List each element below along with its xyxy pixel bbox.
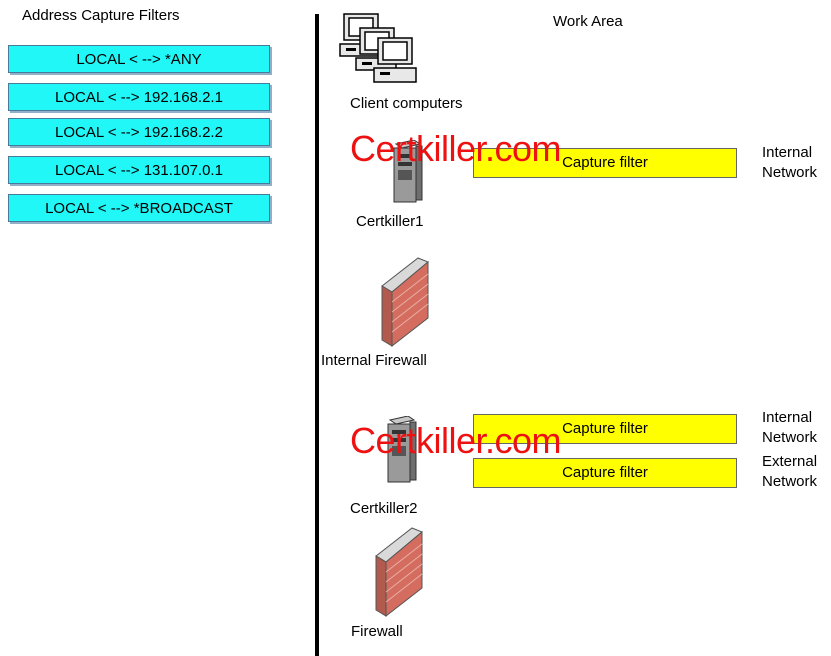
network-label-3: External Network [762,453,818,490]
server-1-label: Certkiller1 [356,213,424,230]
watermark-2: Certkiller.com [350,420,562,461]
firewall-label: Firewall [351,623,403,640]
internal-firewall-icon[interactable] [378,256,434,348]
capture-filter-1[interactable]: Capture filter [473,148,737,178]
watermark-1: Certkiller.com [350,128,562,169]
filter-131-107-0-1[interactable]: LOCAL < --> 131.107.0.1 [8,156,270,184]
work-area-title: Work Area [553,13,623,30]
network-label-1: Internal Network [762,144,818,181]
server-1-icon[interactable] [390,140,426,204]
filter-192-168-2-2[interactable]: LOCAL < --> 192.168.2.2 [8,118,270,146]
filter-broadcast[interactable]: LOCAL < --> *BROADCAST [8,194,270,222]
capture-filter-2[interactable]: Capture filter [473,414,737,444]
panel-divider [315,14,319,656]
server-2-label: Certkiller2 [350,500,418,517]
server-2-icon[interactable] [384,416,420,484]
internal-firewall-label: Internal Firewall [321,352,427,369]
client-computers-label: Client computers [350,95,463,112]
filter-any[interactable]: LOCAL < --> *ANY [8,45,270,73]
firewall-icon[interactable] [372,526,428,618]
network-label-2: Internal Network [762,409,818,446]
client-computers-icon[interactable] [338,12,428,92]
address-capture-filters-title: Address Capture Filters [22,7,180,24]
capture-filter-3[interactable]: Capture filter [473,458,737,488]
filter-192-168-2-1[interactable]: LOCAL < --> 192.168.2.1 [8,83,270,111]
